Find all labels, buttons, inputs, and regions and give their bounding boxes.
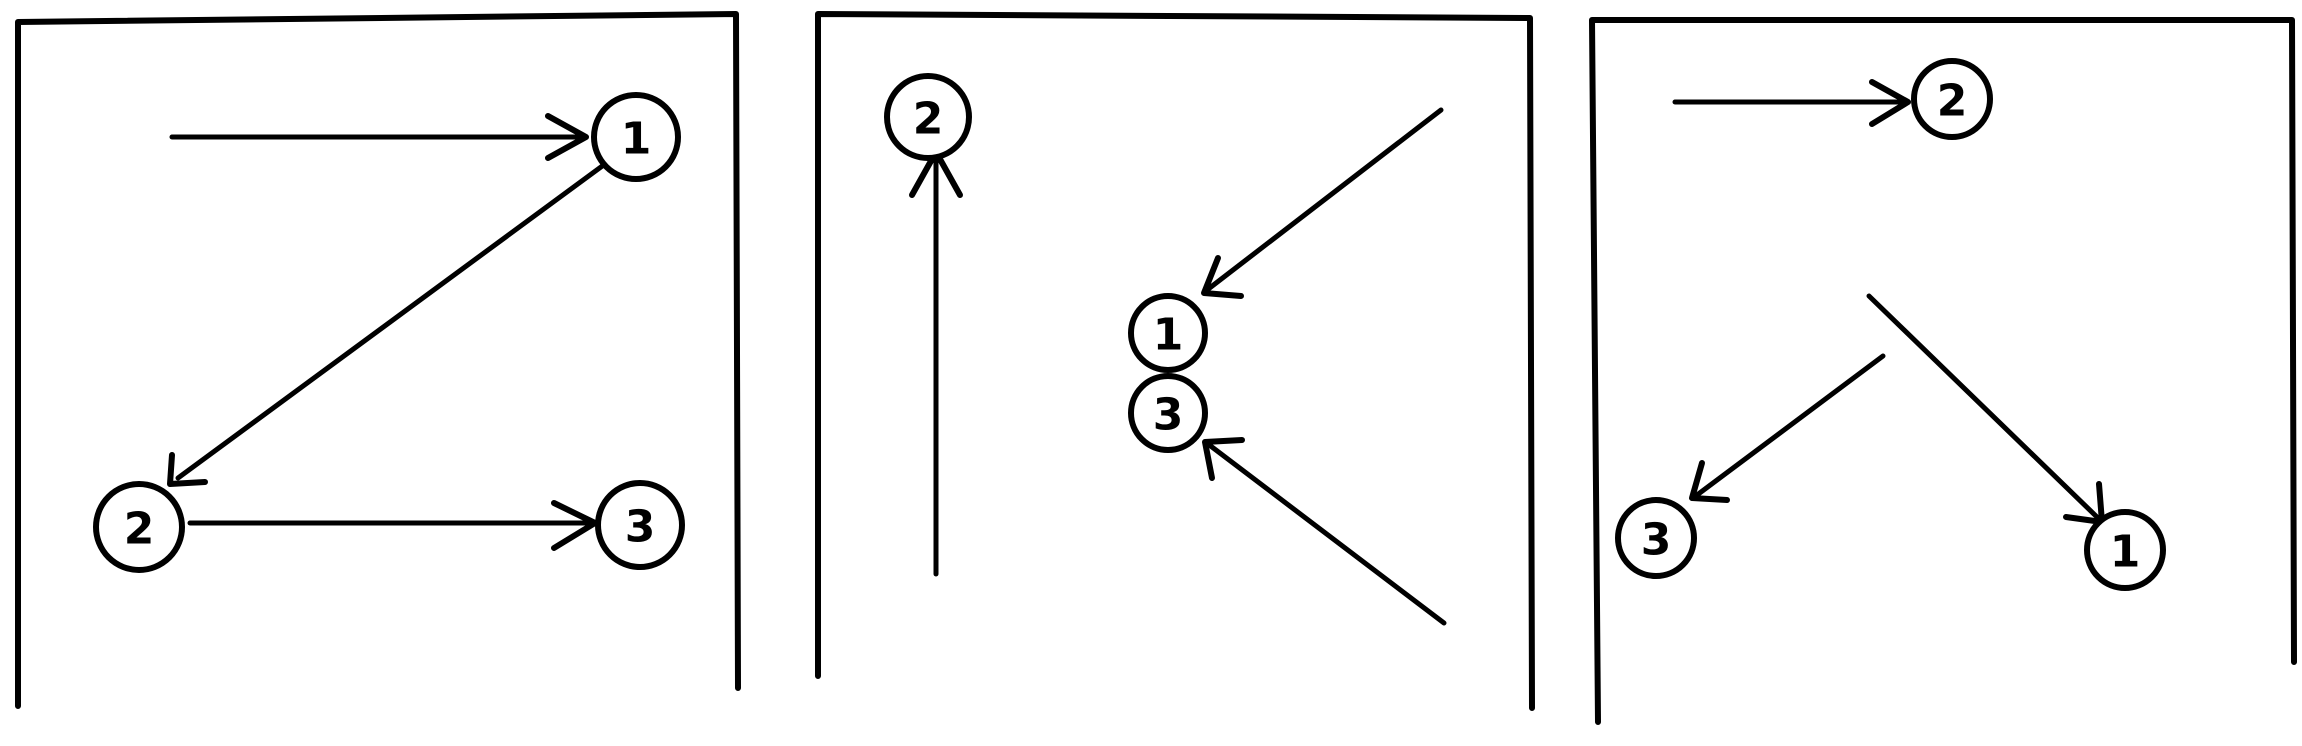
p3-node-2-label: 2 — [1937, 76, 1968, 127]
p2-node-2: 2 — [884, 73, 972, 161]
p2-node-2-label: 2 — [913, 94, 944, 145]
p2-arrow-into-1 — [1204, 107, 1444, 293]
panel-1: 1 2 3 — [15, 11, 741, 709]
p1-arrowhead-2-to-3 — [551, 500, 598, 551]
panel-1-frame — [15, 11, 741, 709]
p2-node-1: 1 — [1128, 293, 1208, 373]
panel-2-frame — [815, 11, 1535, 711]
p2-node-3: 3 — [1128, 373, 1208, 453]
p1-node-1-label: 1 — [621, 114, 652, 165]
p1-node-2-label: 2 — [124, 504, 155, 555]
p3-arrow-into-1 — [1866, 293, 2101, 521]
p1-node-1: 1 — [591, 92, 681, 182]
p2-node-3-label: 3 — [1153, 390, 1184, 441]
p3-arrow-into-3 — [1694, 353, 1886, 498]
p3-node-1: 1 — [2084, 509, 2166, 591]
p3-node-3: 3 — [1615, 497, 1697, 579]
p3-arrowhead-into-2 — [1869, 79, 1911, 127]
p2-node-1-label: 1 — [1153, 310, 1184, 361]
panel-2: 2 1 3 — [815, 11, 1535, 711]
p1-arrow-1-to-2 — [175, 161, 608, 481]
p1-arrowhead-1-to-2 — [167, 452, 208, 487]
p3-arrowhead-into-3 — [1689, 460, 1730, 503]
p2-arrowhead-into-3 — [1202, 437, 1245, 481]
panel-3-frame — [1589, 17, 2297, 725]
p3-node-2: 2 — [1911, 58, 1993, 140]
p1-node-3: 3 — [595, 480, 685, 570]
p3-node-1-label: 1 — [2110, 527, 2141, 578]
p3-node-3-label: 3 — [1641, 515, 1672, 566]
p2-arrow-into-3 — [1205, 441, 1447, 626]
p1-node-2: 2 — [93, 481, 185, 573]
p2-arrowhead-into-1 — [1201, 255, 1244, 299]
p1-arrowhead-into-1 — [545, 113, 589, 161]
p1-node-3-label: 3 — [625, 502, 656, 553]
panel-3: 2 3 1 — [1589, 17, 2297, 725]
